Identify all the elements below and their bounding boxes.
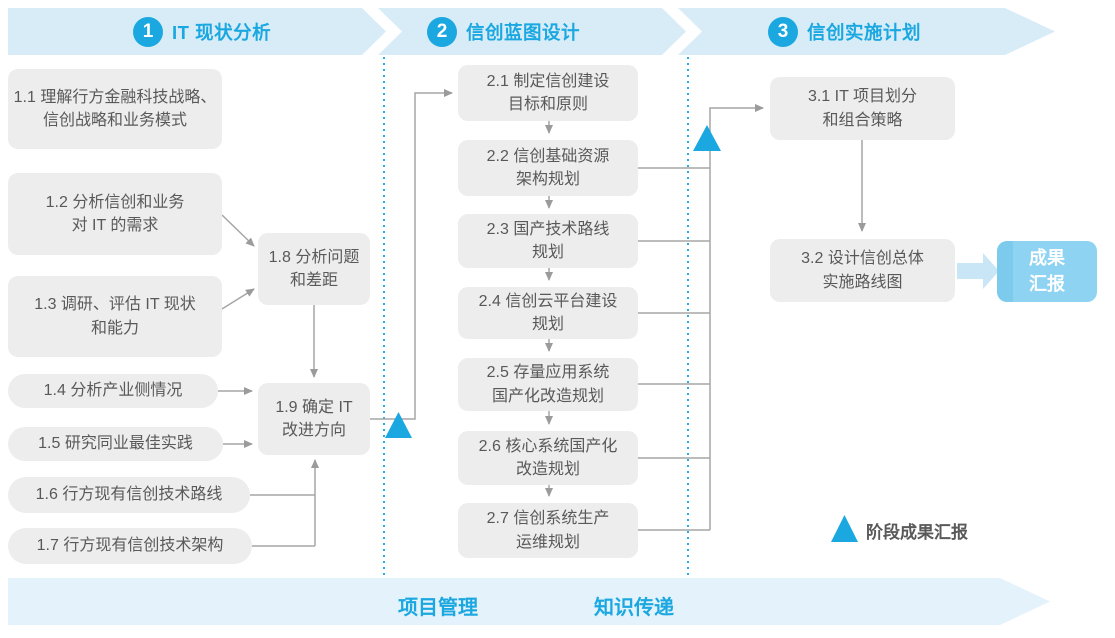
step-box-2-3: 2.3 国产技术路线 规划: [458, 214, 638, 268]
step-box-1-4: 1.4 分析产业侧情况: [8, 374, 218, 408]
step-box-3-1: 3.1 IT 项目划分 和组合策略: [770, 77, 955, 140]
step-box-1-3: 1.3 调研、评估 IT 现状 和能力: [8, 276, 222, 357]
step-box-2-1: 2.1 制定信创建设 目标和原则: [458, 65, 638, 121]
step-box-1-7: 1.7 行方现有信创技术架构: [8, 528, 252, 564]
phase-3-header: 3 信创实施计划: [768, 8, 921, 55]
step-box-1-8: 1.8 分析问题 和差距: [258, 233, 370, 305]
chevron-separator-1: [362, 8, 402, 55]
legend-triangle-icon: [831, 515, 858, 542]
phase-3-number-badge: 3: [768, 16, 798, 47]
phase-1-title: IT 现状分析: [172, 21, 272, 43]
step-box-1-6: 1.6 行方现有信创技术路线: [8, 477, 250, 513]
step-box-1-1: 1.1 理解行方金融科技战略、 信创战略和业务模式: [8, 69, 222, 149]
phase-1-header: 1 IT 现状分析: [133, 8, 271, 55]
legend-label: 阶段成果汇报: [866, 523, 968, 542]
footer-band: [8, 578, 1050, 625]
step-box-1-2: 1.2 分析信创和业务 对 IT 的需求: [8, 173, 222, 255]
phase-2-title: 信创蓝图设计: [466, 21, 581, 43]
step-box-2-2: 2.2 信创基础资源 架构规划: [458, 140, 638, 196]
phase-header-band: [8, 8, 1055, 55]
footer-label-project-management: 项目管理: [398, 597, 478, 619]
phase-separator-dotted-1: [383, 57, 385, 577]
step-box-2-6: 2.6 核心系统国产化 改造规划: [458, 431, 638, 485]
step-box-2-7: 2.7 信创系统生产 运维规划: [458, 503, 638, 558]
step-box-1-5: 1.5 研究同业最佳实践: [8, 427, 223, 461]
step-box-2-5: 2.5 存量应用系统 国产化改造规划: [458, 358, 638, 411]
phase-1-number-badge: 1: [133, 16, 163, 47]
footer-label-knowledge-transfer: 知识传递: [594, 597, 674, 619]
phase-separator-dotted-2: [687, 57, 689, 577]
phase-2-header: 2 信创蓝图设计: [427, 8, 580, 55]
step-box-1-9: 1.9 确定 IT 改进方向: [258, 383, 370, 455]
milestone-triangle-phase2-icon: [693, 125, 721, 151]
phase-2-number-badge: 2: [427, 16, 457, 47]
result-thick-arrow-icon: [957, 253, 999, 289]
result-report-box: 成果 汇报: [997, 241, 1097, 302]
milestone-triangle-phase1-icon: [385, 412, 412, 438]
chevron-separator-2: [662, 8, 702, 55]
step-box-3-2: 3.2 设计信创总体 实施路线图: [770, 239, 955, 302]
phase-3-title: 信创实施计划: [807, 21, 922, 43]
step-box-2-4: 2.4 信创云平台建设 规划: [458, 287, 638, 339]
